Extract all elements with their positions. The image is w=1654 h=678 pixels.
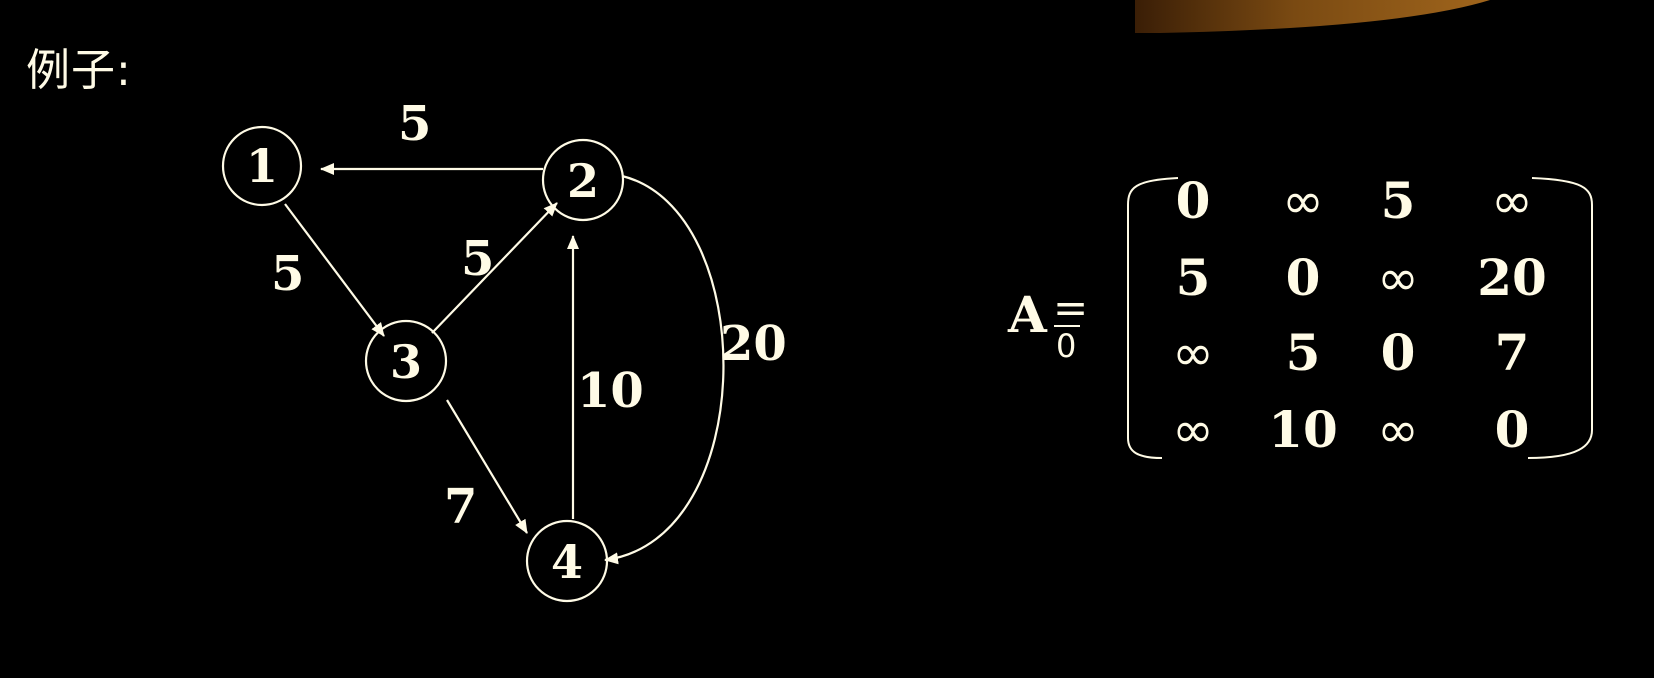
edge-3-2: [431, 202, 558, 334]
matrix-cells: 0 ∞ 5 ∞ 5 0 ∞ 20 ∞ 5 0 7 ∞ 10 ∞ 0: [1172, 171, 1547, 459]
matrix-left-bracket: [1127, 177, 1179, 459]
graph-node-label: 4: [551, 535, 583, 589]
graph-edges: [284, 163, 725, 565]
graph-node-1: 1: [221, 125, 303, 207]
matrix-cell-r1-c4: ∞: [1491, 172, 1533, 230]
edge-1-3: [284, 203, 385, 337]
matrix-cell-r2-c3: ∞: [1377, 249, 1419, 307]
slide-heading: 例子:: [26, 45, 132, 96]
matrix-cell-r4-c4: 0: [1495, 400, 1530, 459]
graph-node-label: 1: [246, 139, 278, 193]
graph-node-4: 4: [525, 519, 609, 603]
matrix-name: A: [1007, 285, 1048, 344]
matrix-subscript: 0: [1056, 327, 1076, 365]
matrix-cell-r4-c1: ∞: [1172, 401, 1214, 459]
matrix-cell-r3-c2: 5: [1286, 323, 1321, 382]
edge-2-4: [604, 174, 725, 565]
matrix-equals: =: [1053, 283, 1088, 332]
matrix-cell-r3-c4: 7: [1495, 323, 1530, 382]
edge-weight-4-2: 10: [577, 363, 644, 419]
matrix-cell-r3-c3: 0: [1381, 323, 1416, 382]
edge-weight-1-3: 5: [271, 246, 304, 302]
matrix-cell-r1-c3: 5: [1381, 171, 1416, 230]
graph-node-label: 3: [390, 335, 422, 389]
edge-3-4: [446, 399, 528, 534]
edge-weight-3-2: 5: [461, 231, 494, 287]
matrix-cell-r4-c3: ∞: [1377, 401, 1419, 459]
matrix-cell-r1-c1: 0: [1176, 171, 1211, 230]
edge-weight-3-4: 7: [444, 479, 477, 535]
matrix-cell-r1-c2: ∞: [1282, 172, 1324, 230]
edge-weight-2-1: 5: [398, 96, 431, 152]
edge-weight-2-4: 20: [720, 316, 787, 372]
graph-node-label: 2: [567, 154, 599, 208]
graph-node-3: 3: [364, 319, 448, 403]
matrix-cell-r4-c2: 10: [1268, 400, 1338, 459]
matrix-cell-r3-c1: ∞: [1172, 324, 1214, 382]
matrix-cell-r2-c4: 20: [1477, 248, 1547, 307]
graph-nodes: 1 2 3 4: [221, 125, 625, 603]
matrix-cell-r2-c2: 0: [1286, 248, 1321, 307]
matrix-label: A = 0: [1007, 283, 1088, 365]
matrix-cell-r2-c1: 5: [1176, 248, 1211, 307]
graph-node-2: 2: [541, 138, 625, 222]
matrix-right-bracket: [1527, 177, 1593, 459]
corner-accent-shape: [1135, 0, 1490, 33]
matrix-brackets: [1127, 177, 1593, 459]
